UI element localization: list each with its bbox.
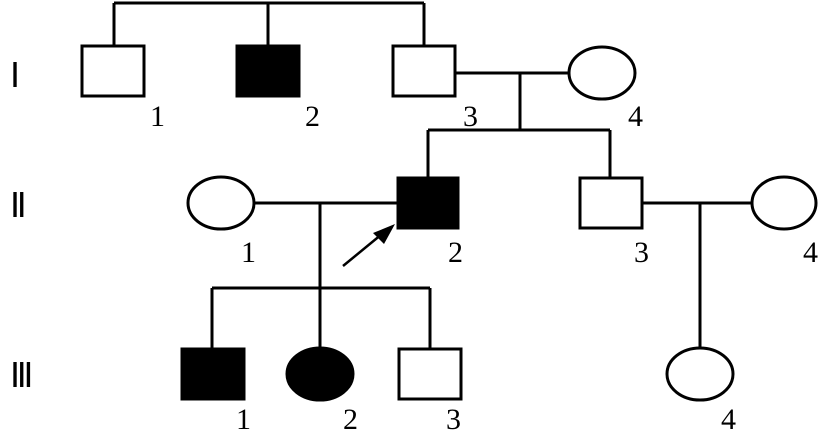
female-affected-symbol (285, 346, 355, 402)
individual-number: 2 (448, 236, 463, 269)
male-unaffected-symbol (397, 347, 463, 401)
female-unaffected-symbol (186, 175, 256, 231)
male-affected-symbol (235, 44, 301, 98)
individual-number: 4 (721, 403, 736, 431)
male-affected-proband-symbol (396, 176, 460, 230)
individual-number: 1 (241, 236, 256, 269)
generation-label: Ⅱ (10, 188, 27, 225)
individual-number: 2 (305, 100, 320, 133)
individual-number: 2 (343, 403, 358, 431)
male-unaffected-symbol (578, 176, 644, 230)
generation-label: Ⅰ (10, 58, 20, 95)
individual-number: 3 (463, 100, 478, 133)
individual-number: 4 (628, 100, 643, 133)
female-unaffected-symbol (750, 175, 818, 231)
male-unaffected-symbol (80, 44, 146, 98)
proband-arrow (342, 224, 395, 267)
pedigree-lines (112, 1, 752, 349)
individual-number: 3 (446, 403, 461, 431)
female-unaffected-symbol (665, 346, 735, 402)
individual-number: 4 (803, 236, 818, 269)
male-affected-symbol (180, 347, 246, 401)
male-unaffected-symbol (391, 44, 457, 98)
female-unaffected-symbol (567, 45, 637, 101)
generation-label: Ⅲ (10, 358, 33, 395)
individual-number: 1 (236, 403, 251, 431)
individual-number: 3 (634, 236, 649, 269)
individual-number: 1 (150, 100, 165, 133)
